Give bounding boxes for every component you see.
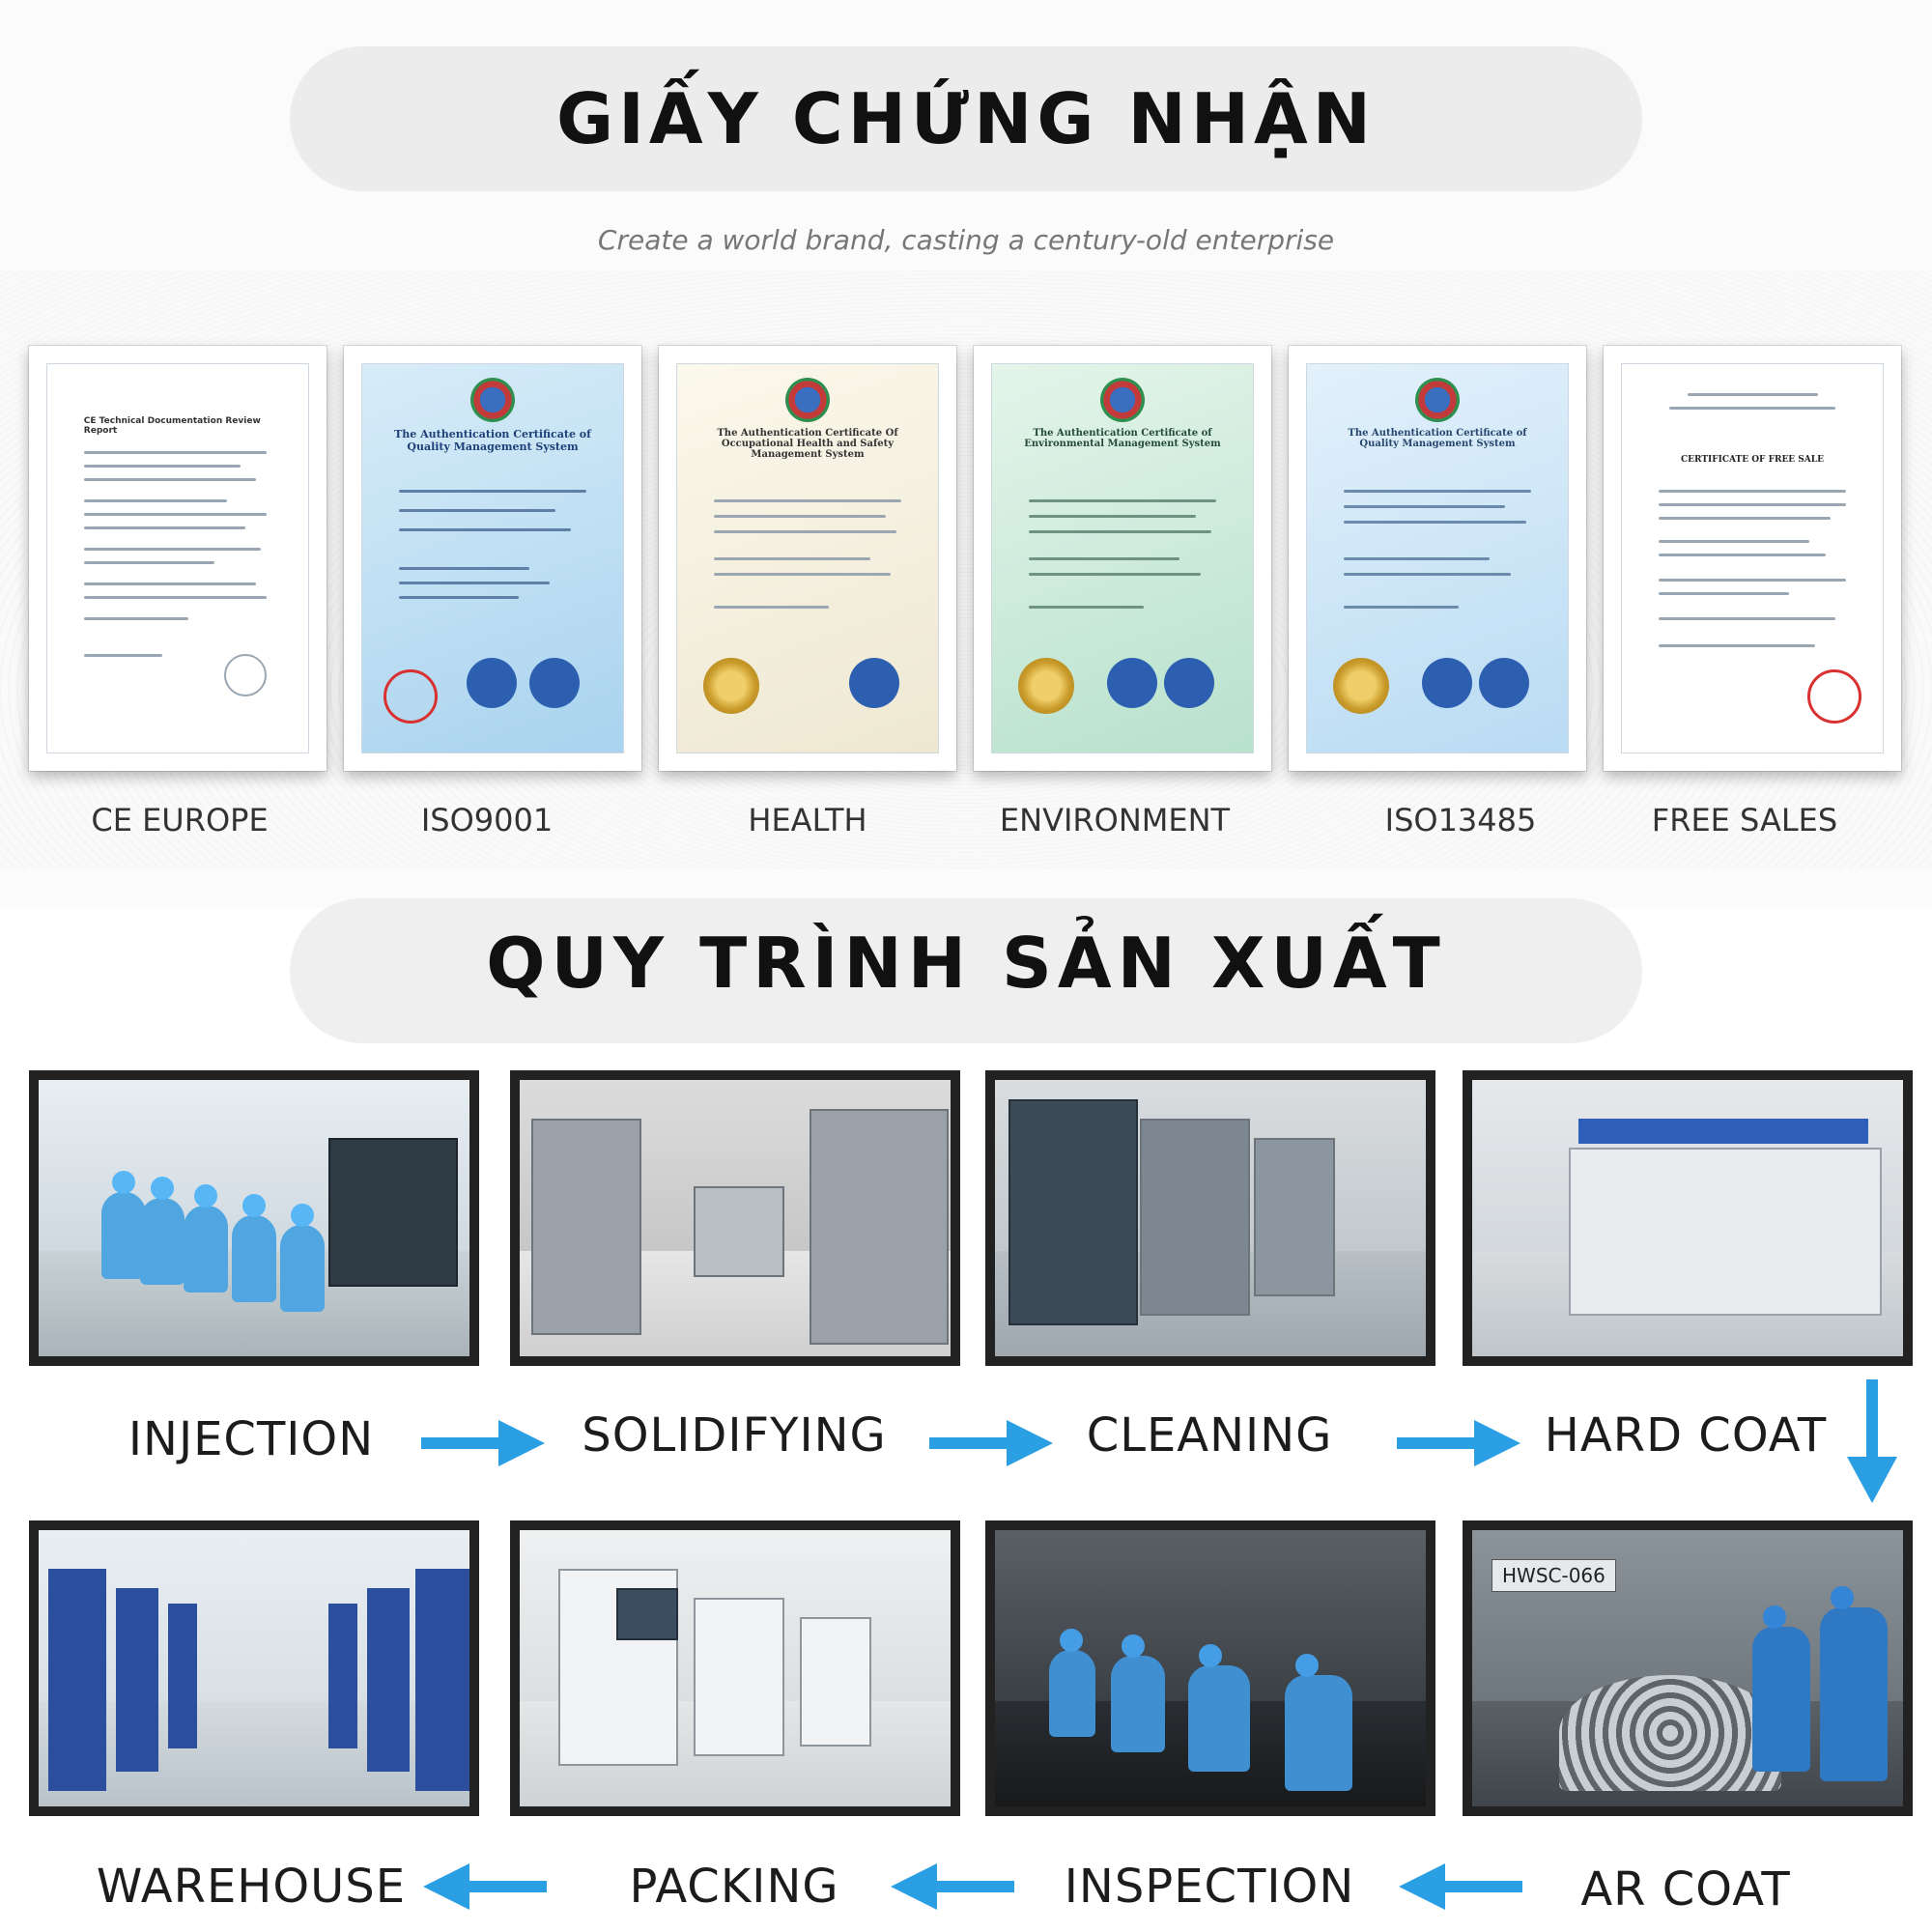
nqa-logo-icon xyxy=(785,378,830,422)
certificate-document: CERTIFICATE OF FREE SALE xyxy=(1621,363,1884,753)
production-title-pill xyxy=(290,898,1642,1043)
production-title: QUY TRÌNH SẢN XUẤT xyxy=(486,923,1446,1004)
nqa-logo-icon xyxy=(1415,378,1460,422)
stamp-icon xyxy=(223,654,267,696)
red-seal-icon xyxy=(1807,669,1862,724)
certificates-title-pill: GIẤY CHỨNG NHẬN xyxy=(290,46,1642,191)
certificate-iso13485: The Authentication Certificate of Qualit… xyxy=(1289,346,1586,771)
certificate-label: ISO13485 xyxy=(1384,802,1537,838)
photo-ar-coat: HWSC-066 xyxy=(1463,1520,1913,1816)
cnas-badge-icon xyxy=(528,658,580,708)
certificate-environment: The Authentication Certificate of Enviro… xyxy=(974,346,1271,771)
certificate-label: FREE SALES xyxy=(1651,802,1838,838)
gold-seal-icon xyxy=(1018,658,1074,714)
certificates-title: GIẤY CHỨNG NHẬN xyxy=(556,78,1376,159)
certificate-heading: The Authentication Certificate of Qualit… xyxy=(1348,428,1527,449)
step-label: INSPECTION xyxy=(1064,1860,1355,1914)
photo-packing xyxy=(510,1520,960,1816)
step-label: CLEANING xyxy=(1086,1408,1333,1463)
certificate-iso9001: The Authentication Certificate of Qualit… xyxy=(344,346,641,771)
certificate-label: ENVIRONMENT xyxy=(999,802,1231,838)
certificate-health: The Authentication Certificate Of Occupa… xyxy=(659,346,956,771)
iaf-badge-icon xyxy=(1479,658,1530,708)
gold-seal-icon xyxy=(1333,658,1389,714)
step-label: AR COAT xyxy=(1580,1862,1791,1917)
certificate-document: CE Technical Documentation Review Report xyxy=(46,363,309,753)
photo-inspection xyxy=(985,1520,1435,1816)
certificate-ce-europe: CE Technical Documentation Review Report xyxy=(29,346,327,771)
cnas-badge-icon xyxy=(1421,658,1472,708)
arrow-down-icon xyxy=(1847,1379,1897,1503)
certificate-heading: The Authentication Certificate Of Occupa… xyxy=(717,428,898,460)
certificate-document: The Authentication Certificate of Enviro… xyxy=(991,363,1254,753)
nqa-logo-icon xyxy=(470,378,515,422)
step-label: HARD COAT xyxy=(1544,1408,1828,1463)
photo-injection xyxy=(29,1070,479,1366)
arrow-left-icon xyxy=(423,1863,547,1910)
nqa-logo-icon xyxy=(1100,378,1145,422)
certificates-subtitle: Create a world brand, casting a century-… xyxy=(597,224,1335,256)
certificate-free-sales: CERTIFICATE OF FREE SALE xyxy=(1604,346,1901,771)
step-label: PACKING xyxy=(629,1860,839,1914)
certificate-document: The Authentication Certificate Of Occupa… xyxy=(676,363,939,753)
cnas-badge-icon xyxy=(849,658,900,708)
certificates-section: GIẤY CHỨNG NHẬN Create a world brand, ca… xyxy=(0,0,1932,908)
certificate-heading: CERTIFICATE OF FREE SALE xyxy=(1681,455,1824,465)
step-label: WAREHOUSE xyxy=(96,1860,407,1914)
certificate-heading: The Authentication Certificate of Qualit… xyxy=(394,428,591,453)
photo-warehouse xyxy=(29,1520,479,1816)
photo-solidifying xyxy=(510,1070,960,1366)
certificate-heading: CE Technical Documentation Review Report xyxy=(83,416,261,436)
gold-seal-icon xyxy=(703,658,759,714)
iaf-badge-icon xyxy=(467,658,517,708)
certificate-heading: The Authentication Certificate of Enviro… xyxy=(1024,428,1221,449)
red-seal-icon xyxy=(383,669,438,724)
arrow-right-icon xyxy=(929,1420,1053,1466)
certificate-document: The Authentication Certificate of Qualit… xyxy=(1306,363,1569,753)
arrow-left-icon xyxy=(891,1863,1014,1910)
photo-cleaning xyxy=(985,1070,1435,1366)
certificate-label: ISO9001 xyxy=(420,802,554,838)
certificate-label: HEALTH xyxy=(748,802,867,838)
certificate-document: The Authentication Certificate of Qualit… xyxy=(361,363,624,753)
arrow-right-icon xyxy=(1397,1420,1520,1466)
certificate-label: CE EUROPE xyxy=(91,802,269,838)
coating-dome xyxy=(1559,1675,1781,1791)
photo-hard-coat xyxy=(1463,1070,1913,1366)
arrow-right-icon xyxy=(421,1420,545,1466)
iaf-badge-icon xyxy=(1164,658,1215,708)
certificates-row: CE Technical Documentation Review Report xyxy=(29,346,1903,771)
step-label: INJECTION xyxy=(128,1412,375,1466)
cnas-badge-icon xyxy=(1106,658,1157,708)
step-label: SOLIDIFYING xyxy=(582,1408,887,1463)
machine-tag: HWSC-066 xyxy=(1492,1559,1616,1592)
arrow-left-icon xyxy=(1399,1863,1522,1910)
